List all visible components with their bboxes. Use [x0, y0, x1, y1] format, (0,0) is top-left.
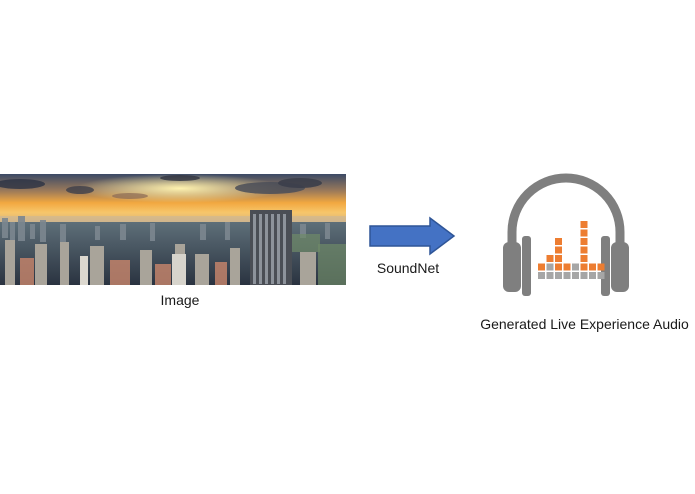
equalizer-block	[555, 238, 562, 245]
equalizer-block	[555, 246, 562, 254]
equalizer-block	[538, 263, 545, 271]
equalizer-block	[563, 272, 571, 279]
headphones-equalizer-icon	[500, 166, 632, 303]
equalizer-block	[589, 263, 596, 271]
equalizer-block	[546, 263, 554, 271]
equalizer-block	[580, 263, 588, 271]
equalizer-block	[580, 272, 588, 279]
equalizer-block	[580, 238, 588, 245]
equalizer-block	[555, 272, 562, 279]
equalizer-block	[580, 246, 588, 254]
equalizer-block	[538, 272, 545, 279]
soundnet-label: SoundNet	[376, 260, 440, 276]
equalizer-block	[546, 272, 554, 279]
equalizer-block	[555, 255, 562, 262]
equalizer-block	[580, 221, 588, 228]
image-caption: Image	[160, 292, 200, 308]
equalizer-block	[555, 263, 562, 271]
equalizer-block	[572, 272, 579, 279]
equalizer-block	[597, 272, 605, 279]
equalizer-block	[546, 255, 554, 262]
equalizer-block	[563, 263, 571, 271]
equalizer-block	[589, 272, 596, 279]
city-panorama-image	[0, 174, 346, 285]
generated-audio-caption: Generated Live Experience Audio	[480, 316, 689, 332]
equalizer-block	[572, 263, 579, 271]
right-arrow-icon	[368, 216, 456, 261]
equalizer-block	[597, 263, 605, 271]
equalizer-block	[580, 229, 588, 237]
equalizer-block	[580, 255, 588, 262]
